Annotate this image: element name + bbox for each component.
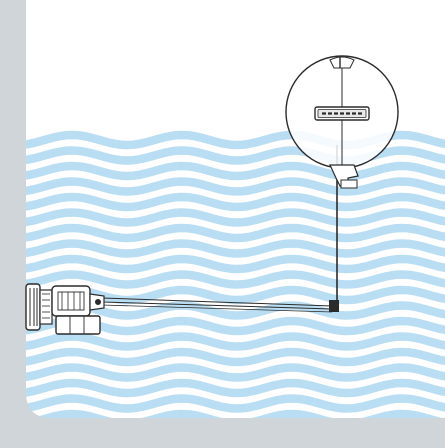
water-waves [15, 130, 445, 429]
water-stripe [15, 270, 445, 290]
water-stripe [15, 146, 445, 166]
water-stripe [15, 177, 445, 197]
water-stripe [15, 239, 445, 259]
water-stripe [15, 208, 445, 228]
water-stripe [15, 192, 445, 212]
water-stripe [15, 161, 445, 181]
water-stripe [15, 394, 445, 414]
rod-joint [329, 300, 339, 312]
water-stripe [15, 363, 445, 383]
float-ball-icon [285, 55, 399, 189]
water-stripe [15, 332, 445, 352]
switch-housing-icon [25, 283, 105, 335]
water-area [15, 130, 445, 429]
water-stripe [15, 223, 445, 243]
water-stripe [15, 347, 445, 367]
water-stripe [15, 378, 445, 398]
water-stripe [15, 254, 445, 274]
